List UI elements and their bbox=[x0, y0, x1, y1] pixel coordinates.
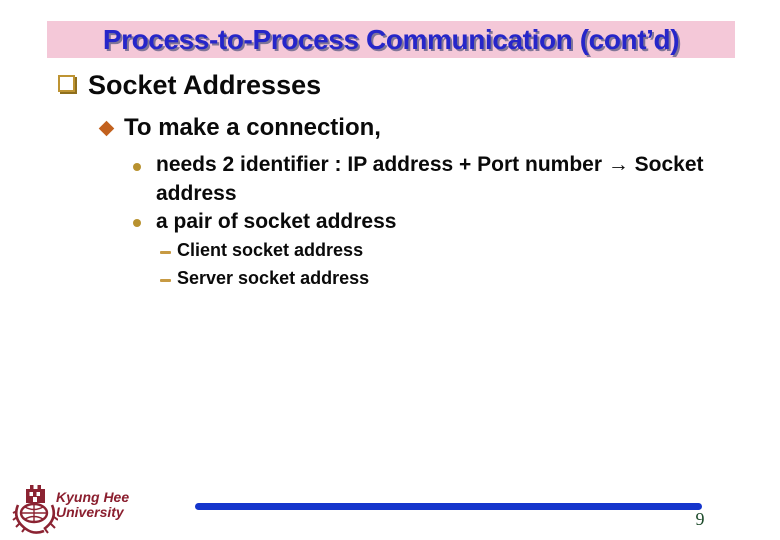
checkbox-bullet-icon bbox=[58, 75, 75, 92]
slide-title-banner: Process-to-Process Communication (cont’d… bbox=[47, 21, 735, 58]
page-number: 9 bbox=[695, 509, 705, 529]
dash-item-client-socket-address: Client socket address bbox=[177, 240, 364, 260]
institution-line2: University bbox=[56, 504, 124, 520]
kyung-hee-university-logo bbox=[12, 485, 58, 534]
heading-row-socket-addresses: Socket Addresses bbox=[58, 70, 321, 101]
circle-bullet-icon bbox=[133, 219, 141, 227]
dash-bullet-icon bbox=[160, 251, 171, 254]
footer-divider-bar bbox=[195, 503, 702, 510]
bullet-needs-identifiers-line1: needs 2 identifier : IP address + Port n… bbox=[156, 153, 704, 176]
institution-line1: Kyung Hee bbox=[56, 489, 130, 505]
dash-item-server-socket-address: Server socket address bbox=[177, 268, 370, 288]
dash-bullet-icon bbox=[160, 279, 171, 282]
institution-name: Kyung Hee University bbox=[56, 490, 129, 520]
subheading-row-connection: To make a connection, bbox=[98, 114, 381, 142]
bullet-needs-identifiers-line2: address bbox=[156, 182, 237, 205]
circle-bullet-icon bbox=[133, 163, 141, 171]
diamond-bullet-icon bbox=[98, 120, 115, 137]
bullet-pair-of-socket-address: a pair of socket address bbox=[156, 210, 397, 233]
heading-socket-addresses: Socket Addresses bbox=[88, 70, 322, 100]
subheading-connection: To make a connection, bbox=[124, 114, 381, 141]
slide-title: Process-to-Process Communication (cont’d… bbox=[102, 23, 680, 55]
bullet-needs-identifiers: needs 2 identifier : IP address + Port n… bbox=[156, 150, 704, 208]
